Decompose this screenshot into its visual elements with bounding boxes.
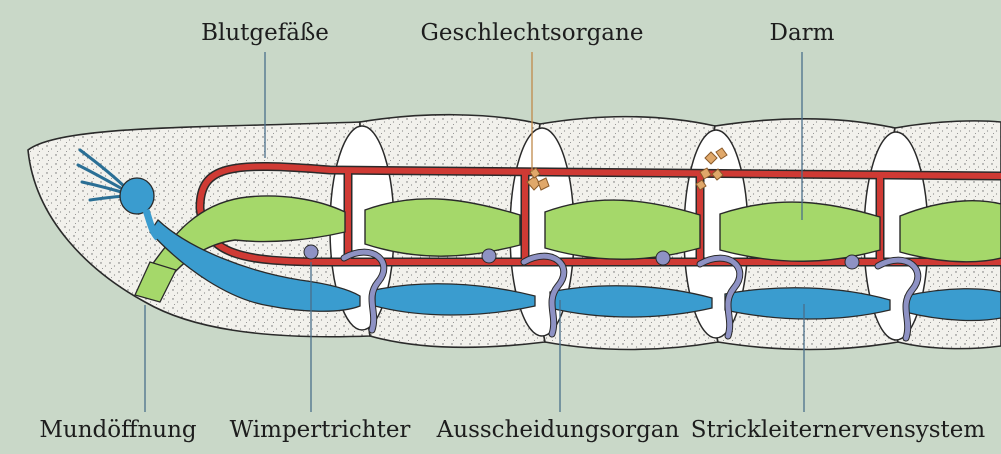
label-ciliated-funnel: Wimpertrichter (230, 417, 411, 443)
label-mouth: Mundöffnung (39, 417, 197, 443)
label-ladder-nervous-system: Strickleiternervensystem (691, 417, 986, 443)
label-gut: Darm (770, 20, 835, 46)
label-sex-organs: Geschlechtsorgane (421, 20, 644, 46)
label-excretory-organ: Ausscheidungsorgan (436, 417, 680, 443)
label-blood-vessels: Blutgefäße (201, 20, 329, 46)
